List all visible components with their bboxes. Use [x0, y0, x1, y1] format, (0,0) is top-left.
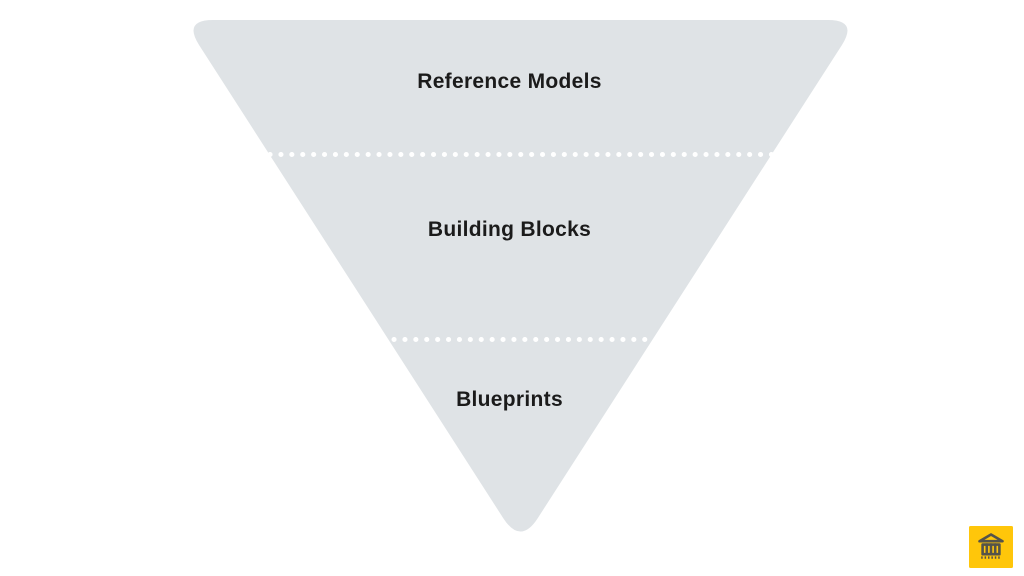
pyramid-shape [193, 20, 848, 532]
funnel-level-reference-models: Reference Models [417, 70, 602, 93]
funnel-level-blueprints: Blueprints [456, 388, 563, 411]
brand-badge[interactable] [969, 526, 1013, 568]
funnel-level-building-blocks: Building Blocks [427, 218, 592, 241]
bank-icon [969, 526, 1013, 568]
bank-glyph [978, 533, 1004, 559]
